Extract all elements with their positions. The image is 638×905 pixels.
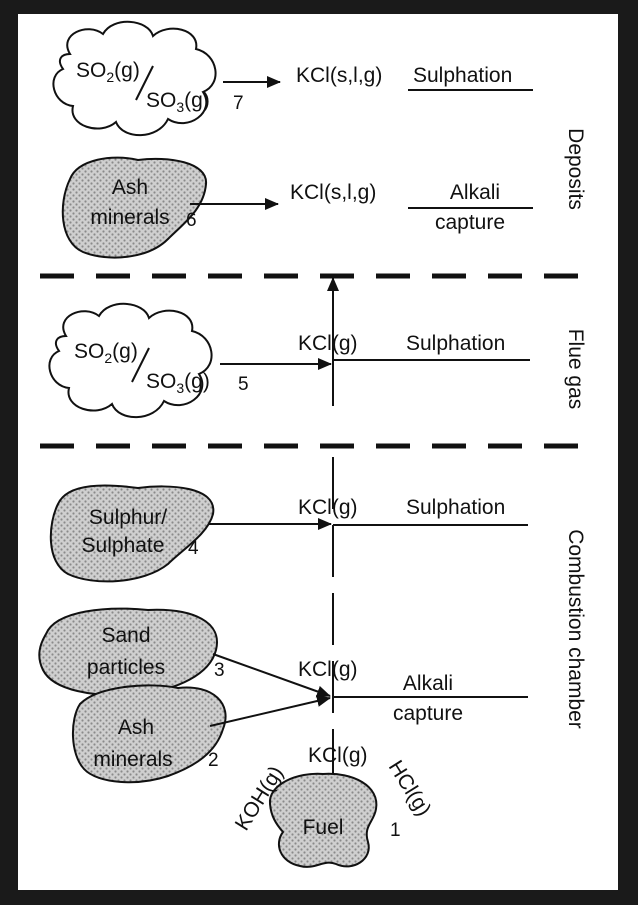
svg-text:Sand: Sand — [101, 624, 150, 647]
svg-text:Ash: Ash — [118, 716, 154, 739]
svg-text:minerals: minerals — [93, 748, 172, 771]
pathway-number-5: 5 — [238, 374, 249, 395]
ash-minerals-blob-deposits: Ash minerals 6 — [61, 156, 208, 259]
pathway-number-6: 6 — [186, 210, 197, 231]
fuel-label: Fuel — [303, 816, 344, 839]
process-sulphation-chamber: Sulphation — [406, 496, 505, 519]
svg-text:SO2(g): SO2(g) — [74, 340, 138, 366]
hcl-label: HCl(g) — [384, 756, 436, 820]
sand-particles-blob: Sand particles 3 — [38, 607, 225, 696]
process-capture-chamber: capture — [393, 702, 463, 725]
svg-text:SO2(g): SO2(g) — [76, 59, 140, 85]
potassium-chemistry-diagram: Deposits Flue gas Combustion chamber SO2… — [38, 20, 587, 868]
svg-text:minerals: minerals — [90, 206, 169, 229]
svg-text:Sulphur/: Sulphur/ — [89, 506, 167, 529]
so2-so3-conversion-slash — [135, 65, 154, 101]
svg-text:SO3(g): SO3(g) — [146, 89, 210, 115]
svg-text:Ash: Ash — [112, 176, 148, 199]
pathway-number-1: 1 — [390, 820, 401, 841]
pathway-number-4: 4 — [188, 538, 199, 559]
kcl-g-label-capture: KCl(g) — [298, 658, 358, 681]
pathway-number-2: 2 — [208, 750, 219, 771]
arrow-3 — [212, 653, 331, 698]
kcl-slg-label-mid: KCl(s,l,g) — [290, 181, 376, 204]
ash-minerals-blob-chamber: Ash minerals 2 — [71, 684, 227, 784]
process-capture-deposit: capture — [435, 211, 505, 234]
zone-label-combustion-chamber: Combustion chamber — [564, 529, 587, 729]
fuel-blob: Fuel 1 — [268, 772, 401, 868]
zone-label-flue-gas: Flue gas — [564, 329, 587, 410]
process-sulphation-deposit: Sulphation — [413, 64, 512, 87]
sulphur-sulphate-blob: Sulphur/ Sulphate 4 — [49, 484, 215, 583]
process-sulphation-flue: Sulphation — [406, 332, 505, 355]
pathway-number-3: 3 — [214, 660, 225, 681]
kcl-g-label-flue: KCl(g) — [298, 332, 358, 355]
zone-label-deposits: Deposits — [564, 128, 587, 210]
process-alkali-deposit: Alkali — [450, 181, 500, 204]
so2-so3-cloud-deposits: SO2(g) SO3(g) 7 — [52, 20, 244, 137]
arrow-2 — [209, 695, 331, 727]
diagram-page: Deposits Flue gas Combustion chamber SO2… — [18, 14, 618, 890]
process-alkali-chamber: Alkali — [403, 672, 453, 695]
so2-so3-conversion-slash-flue — [131, 347, 150, 383]
kcl-g-label-sulph: KCl(g) — [298, 496, 358, 519]
svg-text:SO3(g): SO3(g) — [146, 370, 210, 396]
pathway-number-7: 7 — [233, 93, 244, 114]
kcl-fuel-label: KCl(g) — [308, 744, 368, 767]
svg-text:particles: particles — [87, 656, 165, 679]
kcl-slg-label-top: KCl(s,l,g) — [296, 64, 382, 87]
so2-so3-cloud-flue-gas: SO2(g) SO3(g) 5 — [48, 302, 249, 419]
svg-text:Sulphate: Sulphate — [82, 534, 165, 557]
